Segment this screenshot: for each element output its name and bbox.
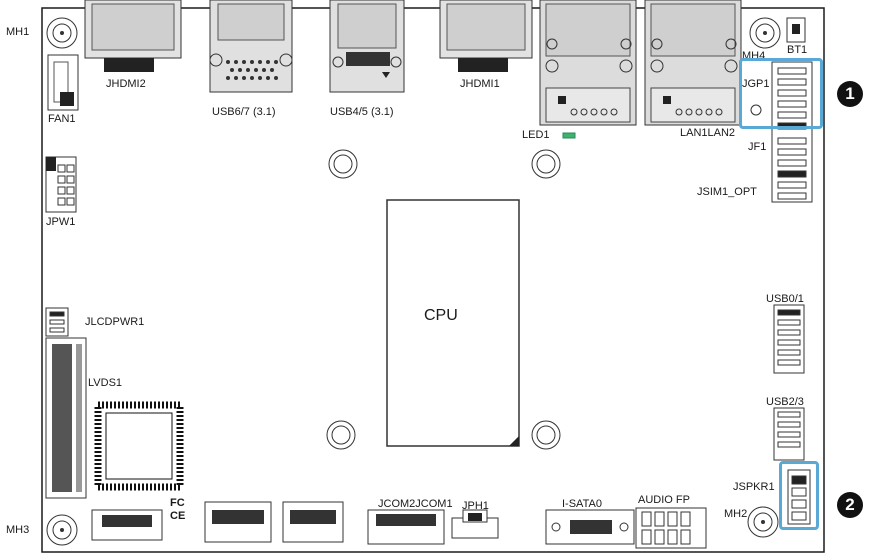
bottom-connector-3: [282, 501, 344, 543]
usb67-port: [209, 0, 293, 93]
label-jpw1: JPW1: [46, 216, 76, 228]
label-mh3: MH3: [6, 524, 30, 536]
mounting-hole-mh4: [749, 17, 781, 49]
label-lan1lan2: LAN1LAN2: [680, 127, 736, 139]
label-mh2: MH2: [724, 508, 748, 520]
usb45-port: [329, 0, 405, 93]
label-jspkr1: JSPKR1: [733, 481, 775, 493]
mounting-hole-mh2: [747, 506, 779, 538]
label-led1: LED1: [522, 129, 550, 141]
lan2-port: [644, 0, 742, 126]
jph1-connector: [451, 509, 499, 539]
label-usb45: USB4/5 (3.1): [330, 106, 394, 118]
label-usb01: USB0/1: [766, 293, 804, 305]
label-jlcdpwr1: JLCDPWR1: [85, 316, 145, 328]
io-chip: [94, 401, 184, 491]
label-mh1: MH1: [6, 26, 30, 38]
mounting-hole-mh1: [46, 17, 78, 49]
bottom-connector-2: [204, 501, 272, 543]
label-bt1: BT1: [787, 44, 808, 56]
audio-fp-header: [635, 507, 707, 549]
jpw1-header: [45, 156, 77, 213]
callout-box-jspkr1: [779, 461, 819, 530]
label-jhdmi1: JHDMI1: [460, 78, 500, 90]
jhdmi2-port: [84, 0, 182, 72]
bt1-battery-connector: [786, 17, 806, 43]
jhdmi1-port: [439, 0, 533, 72]
jcom-connector: [367, 509, 445, 545]
cpu-socket: [386, 199, 520, 447]
jlcdpwr1-header: [45, 307, 69, 337]
usb01-header: [773, 304, 805, 374]
heatsink-standoffs: [326, 149, 561, 450]
callout-badge-2: 2: [837, 492, 863, 518]
isata0-connector: [545, 509, 635, 545]
mounting-hole-mh3: [46, 514, 78, 546]
lan1-port: [539, 0, 637, 126]
label-audio-fp: AUDIO FP: [638, 494, 690, 506]
label-isata0: I-SATA0: [562, 498, 602, 510]
label-jf1: JF1: [748, 141, 767, 153]
label-fan1: FAN1: [48, 113, 76, 125]
label-jgp1: JGP1: [742, 78, 770, 90]
jspkr1-header: [787, 469, 811, 525]
callout-badge-1: 1: [837, 81, 863, 107]
bottom-connector-1: [91, 509, 163, 541]
label-jph1: JPH1: [462, 500, 489, 512]
label-usb67: USB6/7 (3.1): [212, 106, 276, 118]
usb23-header: [773, 407, 805, 461]
lvds1-connector: [45, 337, 87, 499]
label-jcom: JCOM2JCOM1: [378, 498, 453, 510]
label-lvds1: LVDS1: [88, 377, 123, 389]
led1-indicator: [562, 132, 576, 139]
label-usb23: USB2/3: [766, 396, 804, 408]
fan1-header: [47, 54, 79, 111]
label-cpu: CPU: [424, 307, 458, 324]
label-fc: FC: [170, 497, 185, 509]
callout-box-jgp1: [739, 58, 823, 129]
label-jsim1: JSIM1_OPT: [697, 186, 757, 198]
label-ce: CE: [170, 510, 186, 522]
label-jhdmi2: JHDMI2: [106, 78, 146, 90]
